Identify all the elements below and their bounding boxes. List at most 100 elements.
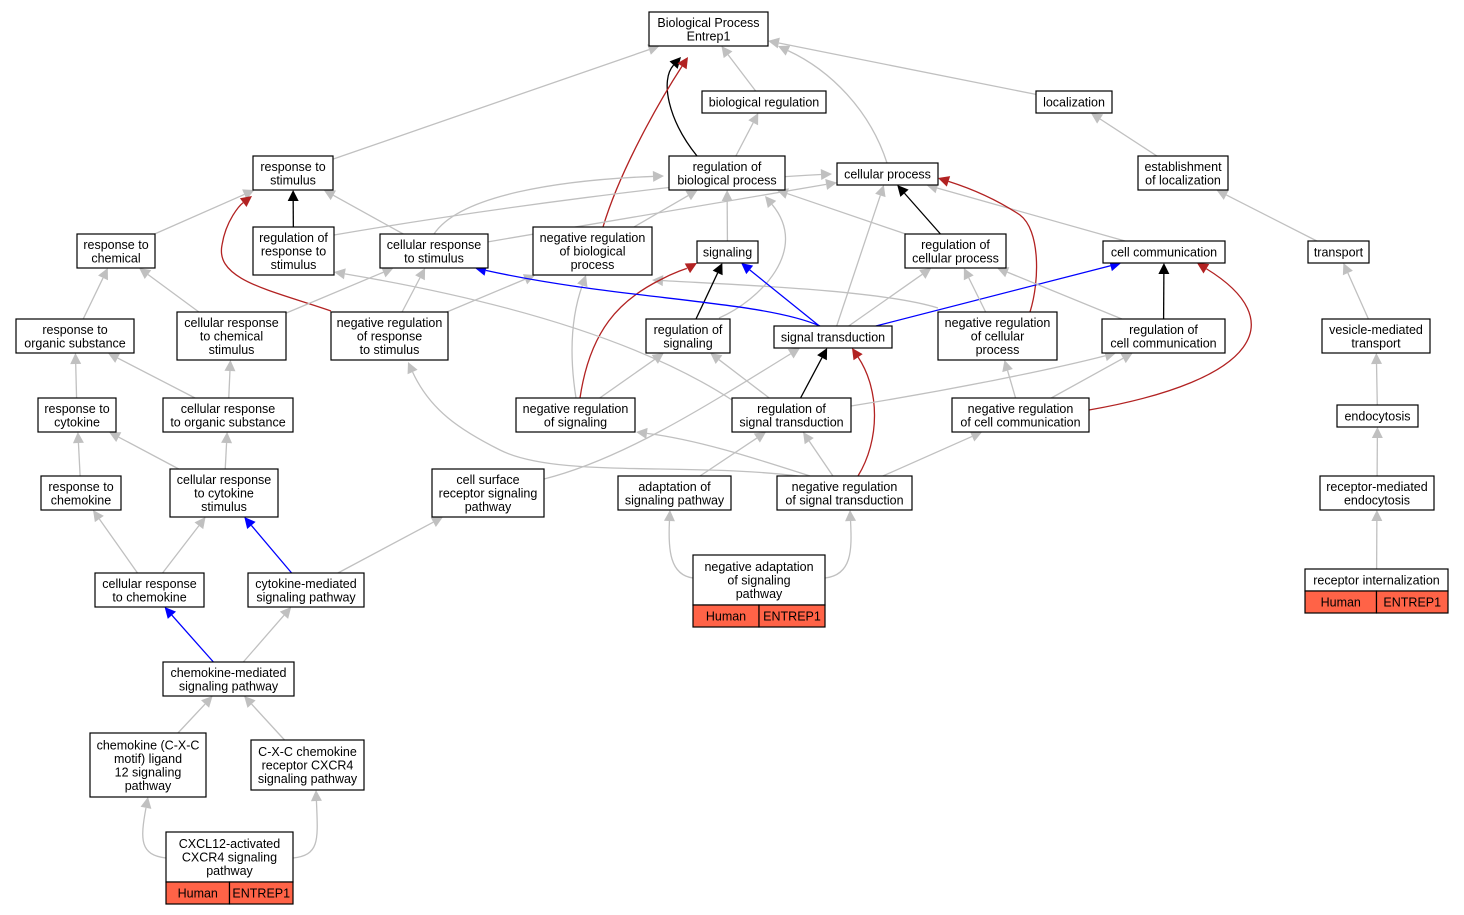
node-label-line: transport xyxy=(1351,336,1401,350)
node-label-line: regulation of xyxy=(1129,323,1198,337)
node-box xyxy=(515,397,636,433)
edge-cxcr4-to-chmsp xyxy=(244,696,286,741)
node-box xyxy=(1307,240,1370,264)
annotation-tag-label: ENTREP1 xyxy=(1383,596,1441,610)
annotation-tag-label: ENTREP1 xyxy=(232,887,290,901)
node-label-line: endocytosis xyxy=(1344,493,1410,507)
edge-st-to-sig xyxy=(741,263,820,327)
node-box xyxy=(40,475,122,511)
edge-rost-to-rorts xyxy=(334,268,733,401)
edge-csrsp-to-st xyxy=(543,348,800,480)
edge-crtcs-to-crtos xyxy=(221,432,233,470)
node-label-line: to chemical xyxy=(200,330,263,344)
node-loc: localization xyxy=(1035,90,1113,114)
node-label-line: cell surface xyxy=(456,473,519,487)
edge-crts-to-robp xyxy=(433,170,664,235)
node-box xyxy=(162,661,295,697)
node-box xyxy=(379,233,489,269)
node-label-line: receptor internalization xyxy=(1313,574,1440,588)
node-label-line: stimulus xyxy=(209,343,255,357)
node-box xyxy=(250,739,365,791)
node-st: signal transduction xyxy=(773,325,893,349)
node-label-line: of cell communication xyxy=(960,415,1080,429)
edge-nrst-to-st xyxy=(852,348,876,477)
edge-ri-to-rme xyxy=(1371,510,1383,570)
node-label-line: cellular process xyxy=(912,251,999,265)
edge-rorts-to-rts xyxy=(287,190,299,228)
node-label-line: chemical xyxy=(91,251,140,265)
edge-nrrts-to-rts xyxy=(220,196,332,312)
node-label-line: of biological xyxy=(559,245,625,259)
node-box xyxy=(37,397,117,433)
node-label-line: chemokine (C-X-C xyxy=(97,738,200,752)
node-label-line: localization xyxy=(1043,96,1105,110)
node-label-line: C-X-C chemokine xyxy=(258,745,357,759)
node-cc: cell communication xyxy=(1102,240,1226,264)
node-box xyxy=(617,475,732,511)
node-label-line: process xyxy=(976,343,1020,357)
node-label-line: cellular response xyxy=(181,402,276,416)
edge-nrcc-to-rocc xyxy=(1050,353,1133,399)
node-endo: endocytosis xyxy=(1336,404,1419,428)
annotation-tag-label: Human xyxy=(706,610,746,624)
edge-rocc-to-cc xyxy=(1158,263,1170,320)
node-label-line: to chemokine xyxy=(112,590,186,604)
node-box xyxy=(1319,475,1435,511)
edge-vmt-to-transport xyxy=(1342,263,1370,320)
node-box xyxy=(776,475,913,511)
edge-nrst-to-rost xyxy=(803,432,834,477)
edge-rme-to-endo xyxy=(1371,427,1383,477)
node-label-line: negative regulation xyxy=(523,402,629,416)
node-box xyxy=(252,155,334,191)
node-label-line: signaling pathway xyxy=(625,493,725,507)
edge-chmsp-to-cmsp xyxy=(242,607,292,663)
edge-crtc-to-rtc xyxy=(139,268,200,313)
edge-nros-to-nrbp xyxy=(571,275,588,399)
node-label-line: establishment xyxy=(1144,160,1222,174)
edge-cxcl12-to-cxcr4 xyxy=(292,790,322,859)
edge-nrbp-to-robp xyxy=(633,190,698,228)
edge-crtcs-to-rtcyt xyxy=(109,432,180,470)
node-label-line: response to xyxy=(48,480,113,494)
node-box xyxy=(176,311,287,361)
edge-rts-to-bp xyxy=(332,44,660,160)
node-label-line: CXCL12-activated xyxy=(179,837,280,851)
edge-nrrts-to-crts xyxy=(401,268,426,313)
node-label-line: cellular response xyxy=(102,577,197,591)
node-box xyxy=(951,397,1090,433)
annotation-tag-label: Human xyxy=(1321,596,1361,610)
node-label-line: cellular process xyxy=(844,168,931,182)
edge-crtchem-to-crtcs xyxy=(162,517,206,574)
node-label-line: regulation of xyxy=(921,238,990,252)
edge-loc-to-bp xyxy=(768,37,1037,96)
edge-robp-to-bioreg xyxy=(735,113,759,157)
node-label-line: biological process xyxy=(677,173,776,187)
annotation-tag-cell xyxy=(1375,590,1449,614)
node-box xyxy=(431,468,545,518)
edge-cxcl-to-chmsp xyxy=(177,696,213,734)
edge-aosp-to-rost xyxy=(699,432,766,477)
edge-nrst-to-nrrts xyxy=(407,362,821,480)
node-box xyxy=(645,318,731,354)
node-label-line: signal transduction xyxy=(739,415,843,429)
edge-cmsp-to-csrsp xyxy=(337,517,443,574)
node-label-line: cellular response xyxy=(177,473,272,487)
node-label-line: cellular response xyxy=(387,238,482,252)
node-label-line: CXCR4 signaling xyxy=(182,851,277,865)
node-box xyxy=(247,572,365,608)
edge-nasp-to-aosp xyxy=(663,510,694,579)
node-label-line: biological regulation xyxy=(709,96,820,110)
node-box xyxy=(668,155,786,191)
node-box xyxy=(648,11,769,47)
